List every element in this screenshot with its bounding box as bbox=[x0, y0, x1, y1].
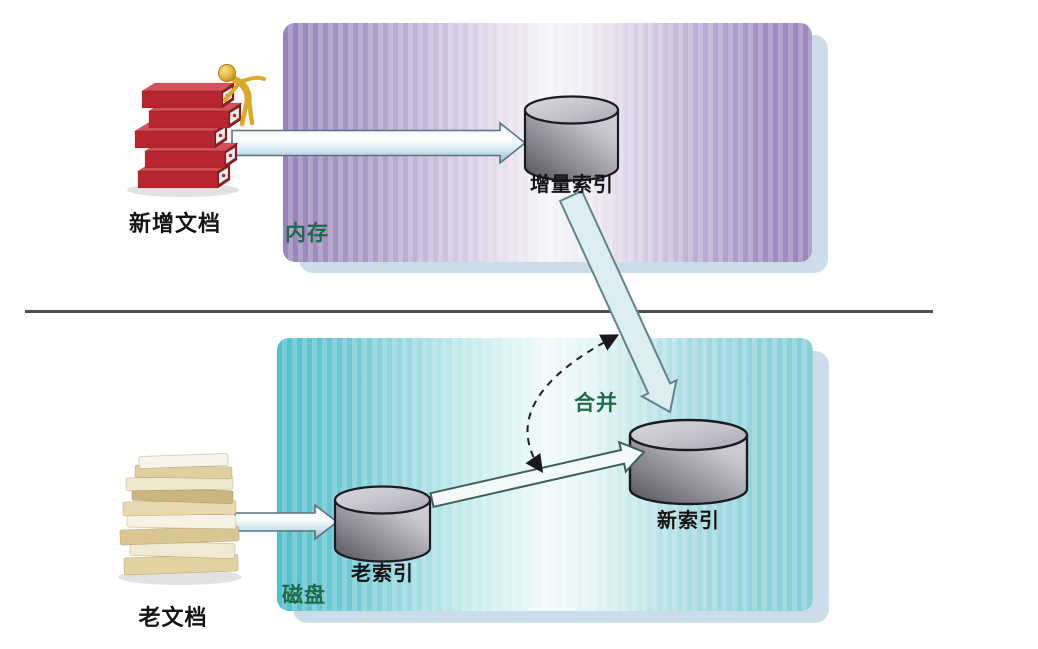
merge-dashed-arc bbox=[525, 334, 620, 473]
disk-region-label: 磁盘 bbox=[282, 584, 326, 607]
memory-disk-separator-line bbox=[25, 310, 933, 313]
memory-region-label: 内存 bbox=[285, 222, 329, 245]
merge-label: 合并 bbox=[574, 392, 618, 415]
old-docs-image bbox=[118, 453, 242, 585]
old-index-label: 老索引 bbox=[351, 563, 414, 585]
incremental-index-label: 增量索引 bbox=[530, 174, 614, 196]
old-index-cylinder bbox=[333, 485, 432, 563]
new-docs-image bbox=[127, 82, 244, 197]
binder bbox=[140, 82, 237, 109]
new-index-cylinder bbox=[628, 418, 749, 506]
new-docs-label: 新增文档 bbox=[128, 211, 221, 236]
figure-head bbox=[218, 64, 236, 82]
new-docs-to-incremental-index-arrow bbox=[231, 121, 527, 165]
old-docs-to-old-index-arrow bbox=[234, 503, 339, 541]
old-index-to-new-index-arrow bbox=[429, 440, 646, 508]
new-index-label: 新索引 bbox=[657, 510, 720, 532]
incremental-index-cylinder bbox=[523, 95, 620, 182]
old-docs-label: 老文档 bbox=[138, 605, 208, 630]
person-figure bbox=[218, 64, 266, 127]
incremental-index-to-new-index-arrow bbox=[558, 189, 678, 414]
